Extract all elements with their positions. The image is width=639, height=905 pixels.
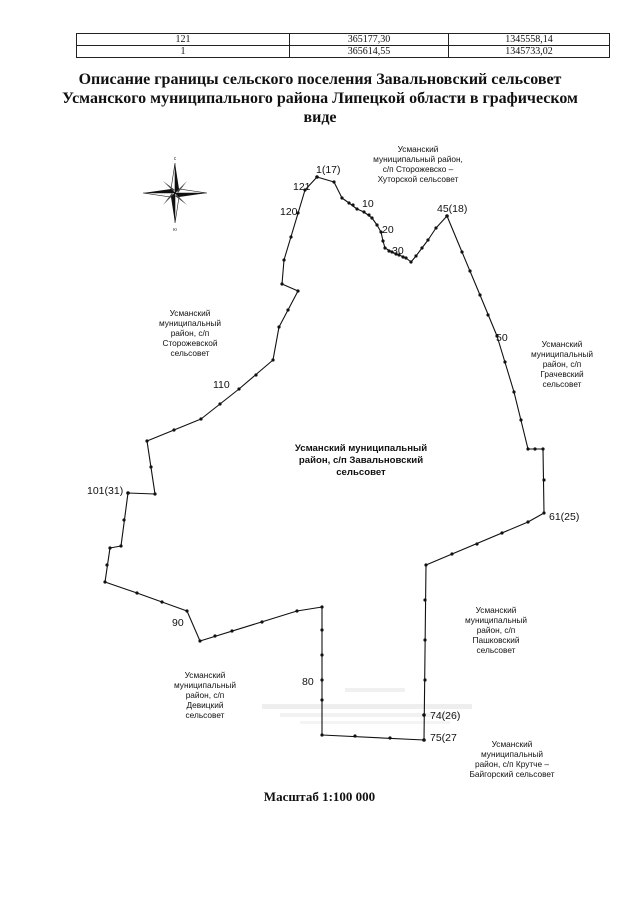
point-number-cell: 1	[76, 45, 290, 58]
neighbor-label-north: Усманский муниципальный район, с/п Сторо…	[373, 144, 463, 184]
neighbor-label-line: сельсовет	[543, 379, 582, 389]
neighbor-label-line: Усманский	[542, 339, 583, 349]
neighbor-label-line: Усманский	[398, 144, 439, 154]
neighbor-label-line: с/п Сторожевско –	[383, 164, 454, 174]
neighbor-label-line: Усманский	[170, 308, 211, 318]
point-label-10: 10	[362, 198, 374, 210]
neighbor-label-southeast: Усманский муниципальный район, с/п Пашко…	[465, 605, 527, 655]
scan-noise	[262, 688, 472, 724]
page-title: Описание границы сельского поселения Зав…	[60, 70, 580, 127]
neighbor-label-southwest: Усманский муниципальный район, с/п Девиц…	[174, 670, 236, 720]
compass-south-letter: ю	[173, 227, 177, 233]
title-line-3: виде	[303, 109, 337, 126]
table-row: 121 365177,30 1345558,14	[76, 33, 610, 46]
neighbor-label-line: район, с/п	[543, 359, 582, 369]
point-label-74: 74(26)	[430, 710, 460, 722]
neighbor-label-line: Усманский	[476, 605, 517, 615]
neighbor-label-line: муниципальный	[174, 680, 236, 690]
point-label-45: 45(18)	[437, 203, 467, 215]
title-line-2: Усманского муниципального района Липецко…	[62, 90, 578, 107]
neighbor-label-line: Усманский	[492, 739, 533, 749]
neighbor-label-line: район, с/п	[477, 625, 516, 635]
center-label-line-2: район, с/п Завальновский	[299, 455, 423, 466]
neighbor-label-line: Пашковский	[473, 635, 520, 645]
neighbor-label-line: Грачевский	[540, 369, 584, 379]
neighbor-label-line: Сторожевской	[162, 338, 217, 348]
neighbor-label-line: Хуторской сельсовет	[378, 174, 459, 184]
point-label-90: 90	[172, 617, 184, 629]
neighbor-label-east: Усманский муниципальный район, с/п Граче…	[531, 339, 593, 389]
neighbor-label-line: муниципальный район,	[373, 154, 463, 164]
neighbor-label-line: муниципальный	[159, 318, 221, 328]
compass-north-letter: с	[174, 156, 177, 162]
title-line-1: Описание границы сельского поселения Зав…	[78, 71, 562, 88]
neighbor-label-line: Байгорский сельсовет	[469, 769, 554, 779]
point-label-1: 1(17)	[316, 164, 341, 176]
neighbor-label-line: Девицкий	[187, 700, 224, 710]
point-label-61: 61(25)	[549, 511, 579, 523]
point-label-121: 121	[293, 181, 311, 193]
neighbor-label-south: Усманский муниципальный район, с/п Крутч…	[469, 739, 554, 779]
neighbor-label-line: район, с/п Крутче –	[475, 759, 549, 769]
coordinate-table: 121 365177,30 1345558,14 1 365614,55 134…	[76, 33, 610, 58]
boundary-vertices	[103, 175, 546, 742]
neighbor-label-west: Усманский муниципальный район, с/п Сторо…	[159, 308, 221, 358]
point-label-75: 75(27	[430, 732, 457, 744]
point-label-120: 120	[280, 206, 298, 218]
center-label-line-1: Усманский муниципальный	[295, 443, 427, 454]
point-label-101: 101(31)	[87, 485, 123, 497]
table-row: 1 365614,55 1345733,02	[76, 45, 610, 58]
neighbor-label-line: муниципальный	[465, 615, 527, 625]
compass-rose-icon: с ю	[142, 156, 208, 233]
neighbor-label-line: муниципальный	[531, 349, 593, 359]
neighbor-label-line: сельсовет	[186, 710, 225, 720]
point-label-80: 80	[302, 676, 314, 688]
y-coordinate-cell: 1345733,02	[448, 45, 610, 58]
center-label-line-3: сельсовет	[336, 467, 386, 478]
point-label-110: 110	[213, 379, 230, 391]
neighbor-label-line: район, с/п	[186, 690, 225, 700]
center-settlement-label: Усманский муниципальный район, с/п Завал…	[295, 443, 427, 478]
neighbor-label-line: район, с/п	[171, 328, 210, 338]
neighbor-label-line: сельсовет	[171, 348, 210, 358]
neighbor-label-line: сельсовет	[477, 645, 516, 655]
point-label-50: 50	[496, 332, 508, 344]
neighbor-label-line: муниципальный	[481, 749, 543, 759]
scale-label: Масштаб 1:100 000	[263, 789, 376, 804]
neighbor-label-line: Усманский	[185, 670, 226, 680]
point-label-20: 20	[382, 224, 394, 236]
point-label-30: 30	[392, 245, 404, 257]
